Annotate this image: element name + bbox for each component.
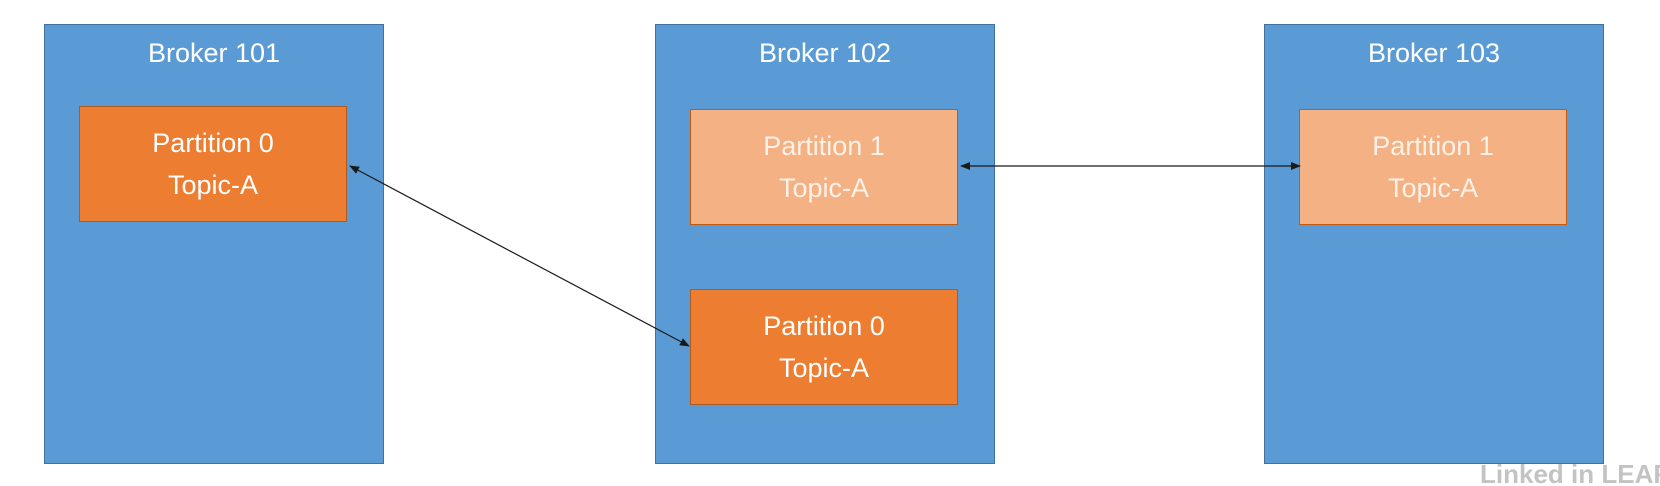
broker-103: Broker 103 Partition 1 Topic-A (1264, 24, 1604, 464)
partition-0-leader: Partition 0 Topic-A (79, 106, 347, 222)
partition-1-replica: Partition 1 Topic-A (690, 109, 958, 225)
broker-101: Broker 101 Partition 0 Topic-A (44, 24, 384, 464)
broker-title: Broker 102 (758, 38, 892, 68)
partition-label: Partition 1 (763, 131, 885, 161)
partition-1-replica: Partition 1 Topic-A (1299, 109, 1567, 225)
replication-arrow-partition-0 (349, 165, 690, 347)
linkedin-learning-watermark: Linked in LEARNING (1480, 462, 1660, 486)
partition-label: Partition 0 (763, 311, 885, 341)
partition-0-leader: Partition 0 Topic-A (690, 289, 958, 405)
partition-label: Partition 0 (152, 128, 274, 158)
partition-label: Partition 1 (1372, 131, 1494, 161)
broker-title: Broker 101 (147, 38, 281, 68)
broker-102: Broker 102 Partition 1 Topic-A Partition… (655, 24, 995, 464)
topic-label: Topic-A (778, 353, 870, 383)
topic-label: Topic-A (778, 173, 870, 203)
topic-label: Topic-A (167, 170, 259, 200)
broker-title: Broker 103 (1367, 38, 1501, 68)
topic-label: Topic-A (1387, 173, 1479, 203)
